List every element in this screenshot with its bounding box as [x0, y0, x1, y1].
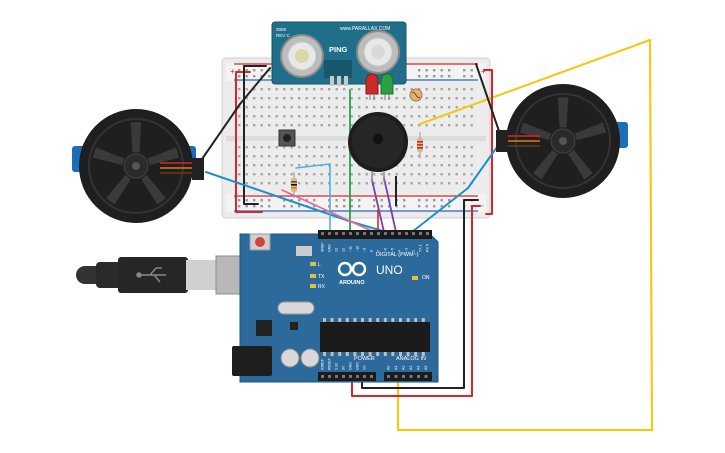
wire-pink: [281, 189, 375, 233]
wires: [199, 38, 654, 432]
digital-pin-label: RX 0: [426, 244, 430, 252]
sensor-rev: 2009: [276, 27, 287, 32]
rail-minus-label-bottom: -: [481, 201, 484, 210]
rail-plus-label-right: +: [481, 67, 486, 76]
digital-pin-label: 8: [370, 250, 374, 252]
digital-pin-label: 13: [335, 248, 339, 252]
digital-pin-label: 7: [377, 250, 381, 252]
analog-pin-label: A3: [409, 366, 413, 370]
digital-pin-label: AREF: [321, 242, 325, 252]
digital-header: [318, 230, 432, 239]
tx-label: TX: [318, 274, 325, 280]
power-pin-label: 5V: [342, 365, 346, 370]
digital-pin-label: 2: [412, 250, 416, 252]
wire-black-servo-right: [475, 63, 501, 135]
sensor-url: www.PARALLAX.COM: [340, 26, 390, 32]
wire-purple-1: [371, 179, 385, 233]
power-header: [318, 372, 376, 381]
power-label: POWER: [354, 356, 375, 362]
wire-red-right: [483, 69, 493, 215]
wire-yellow: [396, 38, 654, 432]
l-label: L: [318, 262, 321, 268]
power-pin-label: GND: [349, 362, 353, 370]
power-pin-label: 3.3V: [335, 362, 339, 370]
on-label: ON: [422, 275, 430, 281]
analog-pin-label: A4: [417, 366, 421, 370]
digital-pin-label: 4: [398, 250, 402, 252]
digital-pin-label: ~11: [349, 246, 353, 252]
push-button: [278, 129, 296, 147]
led-green: [380, 73, 394, 100]
analog-pin-label: A1: [394, 366, 398, 370]
digital-pin-label: ~3: [405, 248, 409, 252]
digital-pin-label: ~6: [384, 248, 388, 252]
servo-wheel-left: [72, 109, 204, 223]
power-jack: [232, 346, 272, 376]
piezo-buzzer: [348, 112, 408, 182]
wire-purple-2: [383, 177, 397, 233]
wire-red-power: [351, 205, 481, 397]
resistor-right: [417, 132, 423, 158]
analog-header: [384, 372, 432, 381]
power-pin-label: Vin: [363, 365, 367, 370]
digital-pin-label: ~10: [356, 246, 360, 252]
power-pin-label: RESET: [328, 357, 332, 370]
sensor-brand: PING: [329, 45, 348, 54]
wire-black-left: [243, 65, 267, 205]
servo-wheel-right: [496, 84, 628, 198]
digital-label: DIGITAL (PWM~): [376, 252, 419, 258]
usb-icon: [136, 267, 166, 283]
resistor-left: [291, 172, 297, 198]
atmega-chip: [320, 322, 430, 352]
wire-blue-right: [411, 139, 503, 233]
arduino-uno: DIGITAL (PWM~) ON L TX RX POWER ANALOG I…: [232, 230, 439, 383]
digital-pin-label: ~9: [363, 248, 367, 252]
digital-pin-label: 12: [342, 248, 346, 252]
analog-label: ANALOG IN: [396, 356, 426, 362]
led-red: [365, 73, 379, 100]
rail-plus-label-top: +: [230, 67, 235, 76]
wire-blue-button: [295, 163, 331, 233]
analog-pin-label: A0: [387, 366, 391, 370]
model-label: UNO: [376, 263, 403, 277]
arduino-infinity-logo: [337, 261, 367, 277]
digital-pin-label: TX 1: [419, 244, 423, 252]
digital-pin-label: ~5: [391, 248, 395, 252]
wire-black-servo-left: [199, 67, 271, 163]
sensor-rev2: REV C: [276, 33, 291, 38]
rx-label: RX: [318, 284, 326, 290]
power-pin-label: GND: [356, 362, 360, 370]
ultrasonic-sensor: www.PARALLAX.COM 2009 REV C PING: [271, 21, 407, 86]
digital-pin-label: GND: [328, 244, 332, 252]
photoresistor: [409, 88, 423, 102]
brand-label: ARDUINO: [339, 280, 365, 286]
analog-pin-label: A5: [424, 366, 428, 370]
analog-pin-label: A2: [402, 366, 406, 370]
power-pin-label: IOREF: [321, 358, 325, 370]
